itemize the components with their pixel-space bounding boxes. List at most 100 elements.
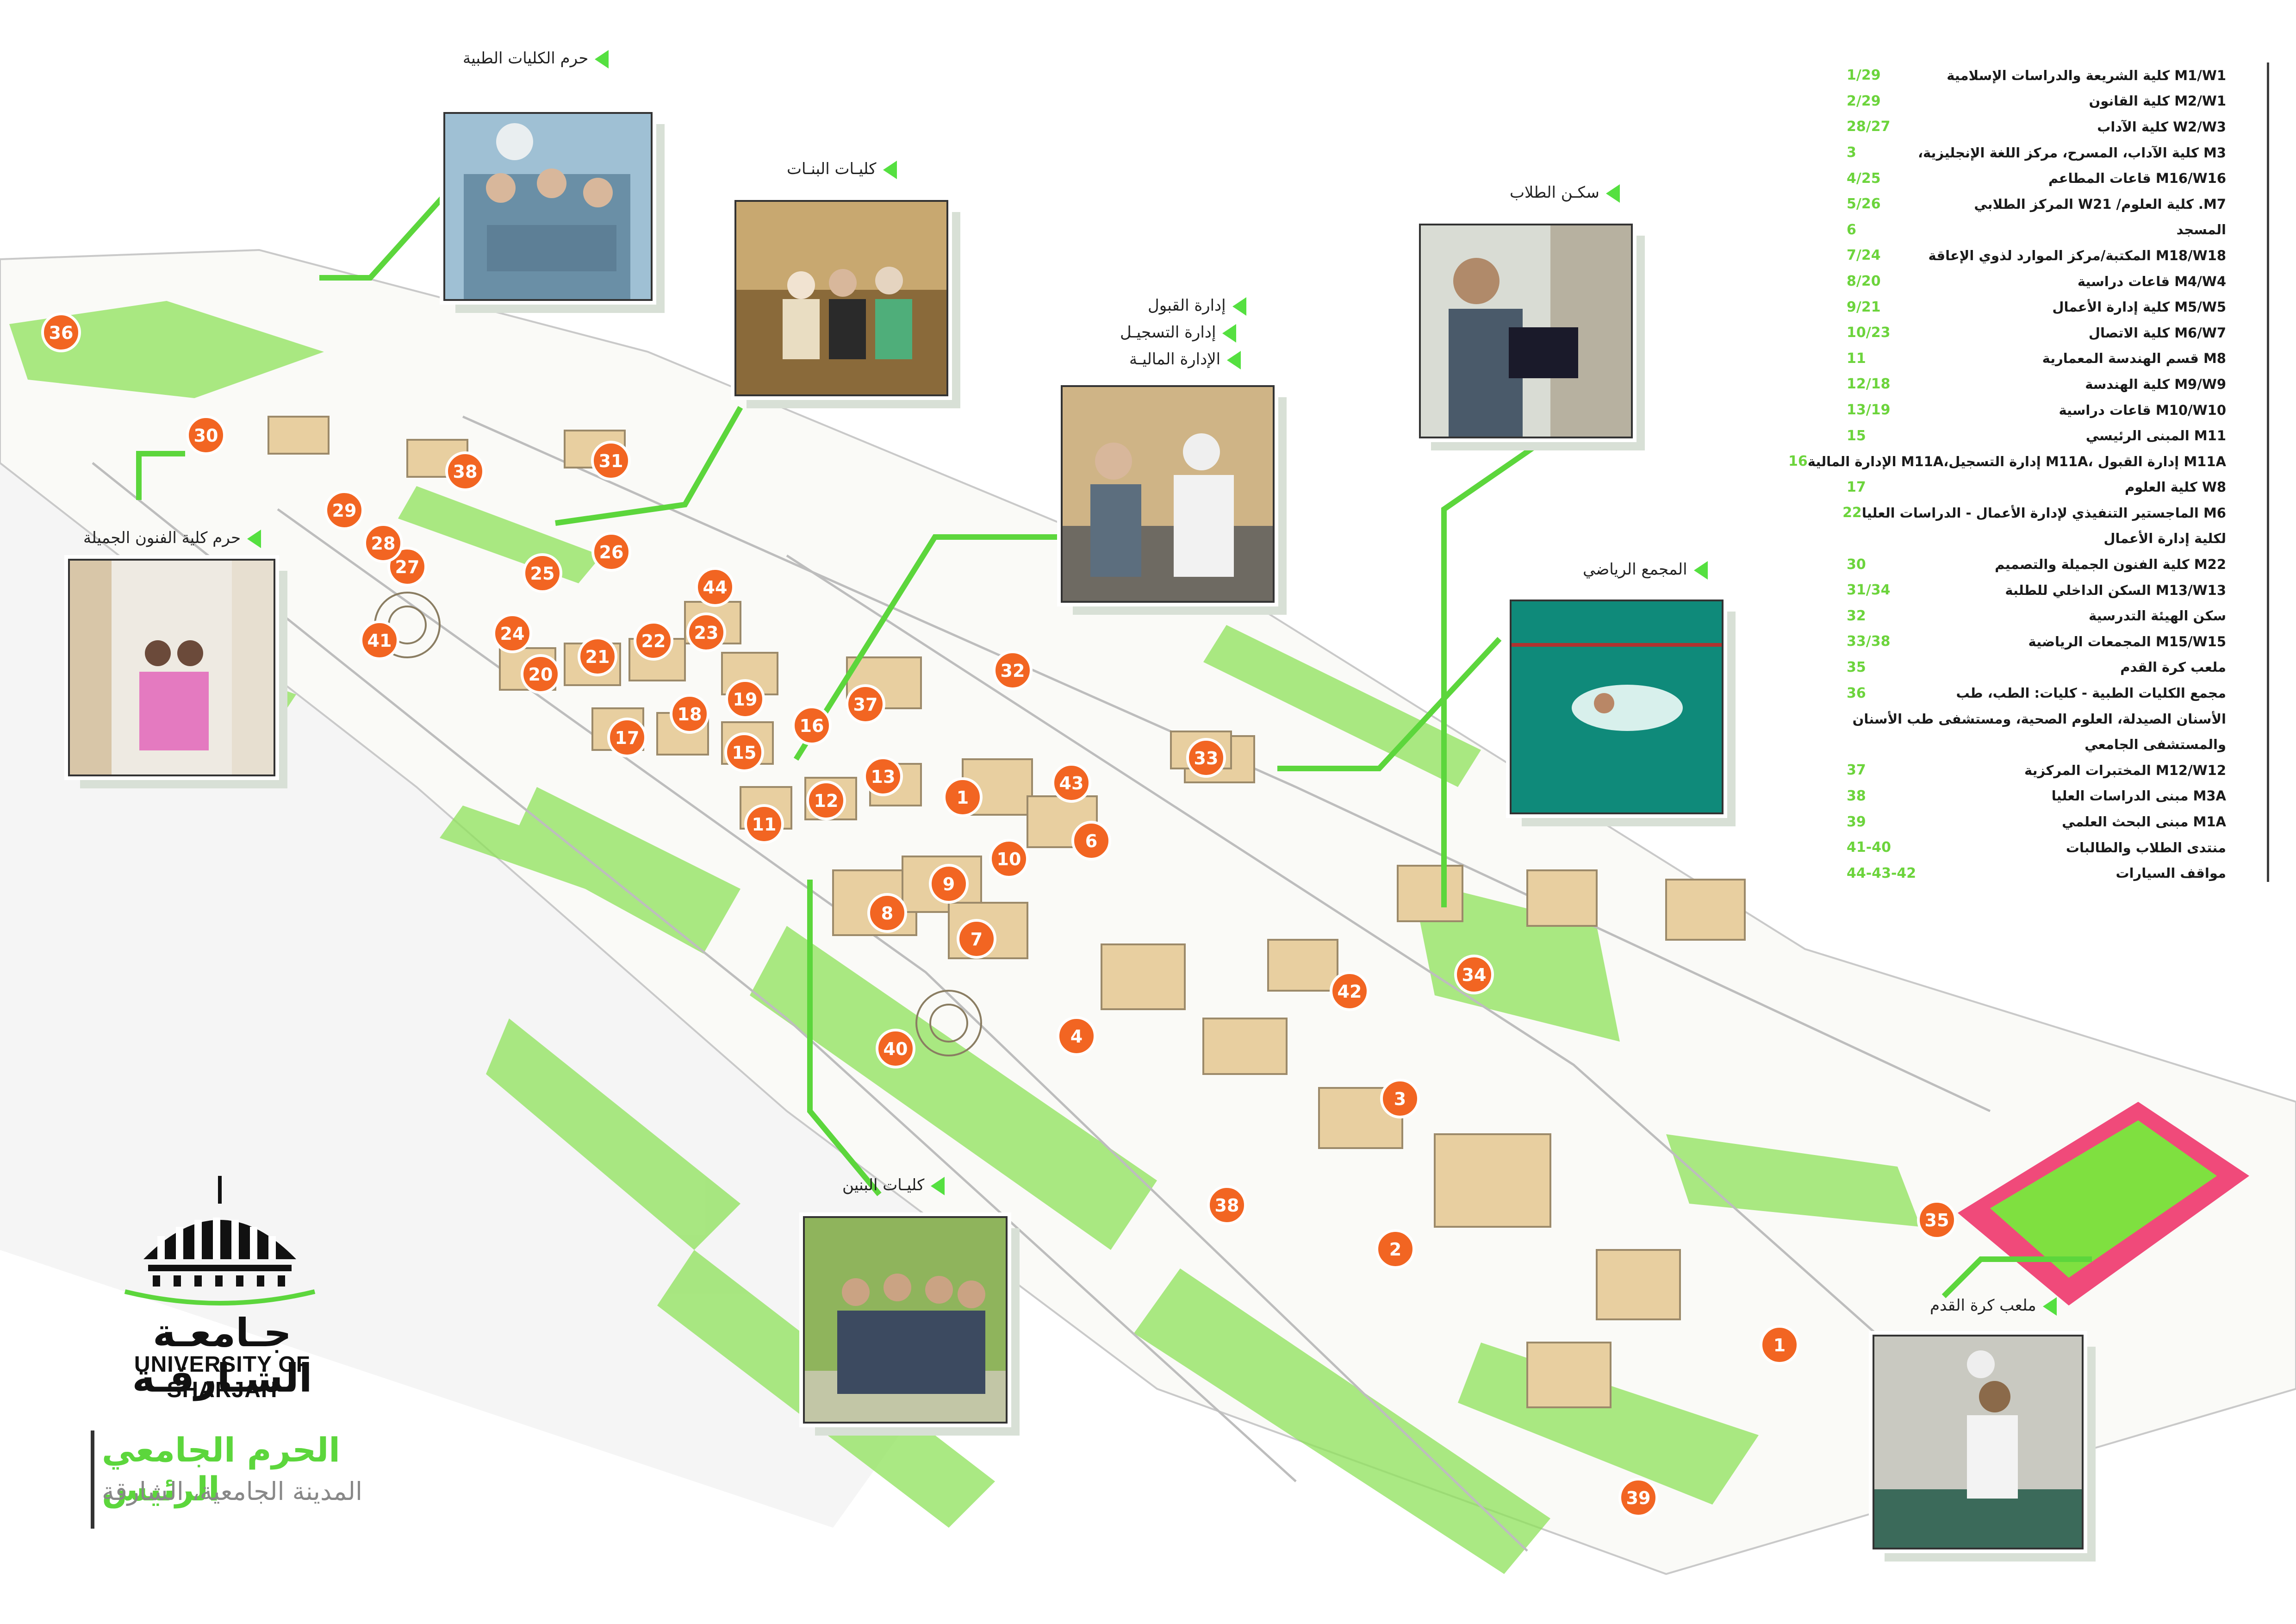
building-marker[interactable]: 25 (523, 553, 562, 593)
building-marker[interactable]: 18 (670, 694, 709, 734)
building-marker[interactable]: 30 (186, 415, 226, 455)
marker-circle (1057, 1016, 1096, 1056)
pointer-triangle-icon (247, 529, 261, 548)
marker-circle (1380, 1079, 1420, 1118)
marker-label: 7 (971, 929, 983, 949)
legend-text: ملعب كرة القدم (2120, 659, 2226, 675)
building-marker[interactable]: 21 (578, 637, 617, 676)
building-marker[interactable]: 29 (324, 490, 364, 530)
legend-number: 32 (1847, 607, 1866, 624)
building-marker[interactable]: 6 (1071, 821, 1111, 861)
marker-circle (725, 679, 765, 719)
building-marker[interactable]: 4 (1057, 1016, 1096, 1056)
building-marker[interactable]: 7 (957, 919, 996, 959)
building-marker[interactable]: 42 (1330, 971, 1369, 1011)
marker-circle (578, 637, 617, 676)
legend-number: 44-43-42 (1847, 865, 1916, 881)
building-marker[interactable]: 10 (989, 839, 1029, 879)
legend-text: M6/W7 كلية الاتصال (2088, 325, 2226, 341)
building-marker[interactable]: 8 (867, 893, 907, 933)
building-marker[interactable]: 39 (1618, 1478, 1658, 1518)
legend-number: 2/29 (1847, 93, 1881, 109)
legend-text: منتدى الطلاب والطالبات (2066, 839, 2226, 856)
building-marker[interactable]: 38 (445, 451, 485, 491)
label-registration: إدارة التسجيـل (1120, 323, 1237, 343)
building-marker[interactable]: 2 (1375, 1229, 1415, 1269)
legend-text: M18/W18 المكتبة/مركز الموارد لذوي الإعاق… (1928, 247, 2226, 263)
building-marker[interactable]: 32 (993, 650, 1033, 690)
legend-text: لكلية إدارة الأعمال (2103, 531, 2226, 547)
building-marker[interactable]: 31 (591, 441, 631, 481)
legend-text: M9/W9 كلية الهندسة (2085, 376, 2226, 392)
marker-circle (863, 756, 903, 796)
building-marker[interactable]: 44 (695, 567, 735, 607)
building-marker[interactable]: 43 (1052, 763, 1091, 803)
building-marker[interactable]: 23 (686, 612, 726, 652)
building-marker[interactable]: 12 (806, 781, 846, 820)
legend-number: 17 (1847, 479, 1866, 495)
building-marker[interactable]: 34 (1454, 955, 1494, 994)
building-marker[interactable]: 1 (943, 777, 983, 817)
building-marker[interactable]: 37 (846, 684, 885, 724)
title-bar (91, 1430, 94, 1529)
legend-text: M5/W5 كلية إدارة الأعمال (2052, 299, 2226, 315)
pointer-triangle-icon (1232, 297, 1246, 316)
legend-text: M7. كلية العلوم/ W21 المركز الطلابي (1974, 196, 2226, 212)
legend-row: الأسنان الصيدلة، العلوم الصحية، ومستشفى … (1847, 706, 2226, 732)
marker-label: 8 (881, 903, 893, 924)
marker-circle (492, 613, 532, 653)
building-marker[interactable]: 19 (725, 679, 765, 719)
building-marker[interactable]: 16 (792, 706, 832, 745)
building-marker[interactable]: 38 (1207, 1185, 1247, 1225)
building-marker[interactable]: 33 (1186, 738, 1226, 778)
legend-number: 7/24 (1847, 247, 1881, 264)
marker-circle (724, 732, 764, 772)
building-marker[interactable]: 17 (607, 718, 647, 757)
legend-text: M11 المبنى الرئيسي (2085, 428, 2226, 444)
marker-label: 17 (615, 728, 640, 748)
logo-arabic: جـامعـة الشـارقـة (132, 1310, 312, 1401)
building-marker[interactable]: 26 (591, 532, 631, 572)
marker-label: 4 (1070, 1026, 1083, 1047)
legend-row: M6 الماجستير التنفيذي لإدارة الأعمال - ا… (1842, 500, 2226, 526)
building-marker[interactable]: 3 (1380, 1079, 1420, 1118)
building-marker[interactable]: 27 (387, 547, 427, 587)
legend-number: 3 (1847, 144, 1856, 161)
marker-circle (744, 804, 784, 844)
marker-label: 40 (884, 1039, 908, 1059)
building-marker[interactable]: 36 (41, 312, 81, 352)
building-marker[interactable]: 28 (363, 523, 403, 563)
legend-text: W2/W3 كلية الآداب (2097, 119, 2226, 135)
marker-label: 41 (367, 631, 392, 651)
building-marker[interactable]: 24 (492, 613, 532, 653)
building-marker[interactable]: 9 (929, 864, 969, 904)
marker-label: 16 (800, 716, 824, 736)
marker-circle (363, 523, 403, 563)
legend-number: 16 (1788, 453, 1808, 470)
building-marker[interactable]: 13 (863, 756, 903, 796)
marker-label: 32 (1001, 661, 1025, 681)
building-marker[interactable]: 22 (634, 621, 673, 661)
marker-label: 35 (1925, 1210, 1949, 1230)
pointer-triangle-icon (1605, 184, 1620, 203)
building-marker[interactable]: 15 (724, 732, 764, 772)
marker-circle (387, 547, 427, 587)
legend-number: 37 (1847, 762, 1866, 779)
marker-circle (792, 706, 832, 745)
building-marker[interactable]: 35 (1917, 1200, 1957, 1240)
building-marker[interactable]: 20 (521, 654, 560, 694)
marker-label: 43 (1059, 773, 1084, 793)
legend-number: 15 (1847, 427, 1866, 444)
page-title: الحرم الجامعي الرئيس (102, 1430, 340, 1508)
building-marker[interactable]: 1 (1760, 1325, 1799, 1365)
legend-number: 5/26 (1847, 196, 1881, 212)
building-marker[interactable]: 40 (876, 1029, 915, 1068)
building-marker[interactable]: 41 (360, 620, 399, 660)
marker-label: 2 (1389, 1239, 1401, 1260)
building-marker[interactable]: 11 (744, 804, 784, 844)
